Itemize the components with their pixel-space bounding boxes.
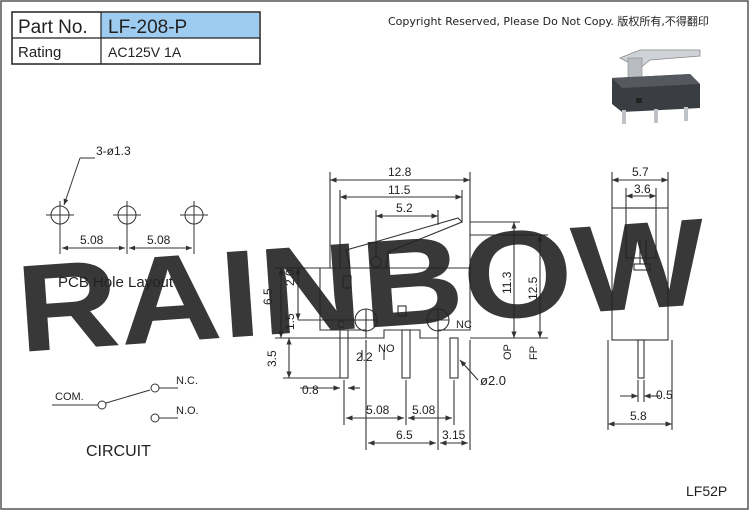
pcb-hole-spec: 3-ø1.3 <box>96 144 131 158</box>
side-view-drawing <box>607 172 673 430</box>
pcb-spacing-1: 5.08 <box>80 233 104 247</box>
part-no-value-cell <box>101 13 259 38</box>
dim-bottom-1: 6.5 <box>396 428 413 442</box>
rainbow-watermark: RAINBOW <box>12 193 710 379</box>
dim-hole-spacing: 2.2 <box>356 350 373 364</box>
dim-pitch-2: 5.08 <box>412 403 436 417</box>
rating-value: AC125V 1A <box>108 44 182 60</box>
copyright-notice: Copyright Reserved, Please Do Not Copy. … <box>388 14 709 28</box>
terminal-no-label: NO <box>378 343 395 355</box>
side-dim-inner: 3.6 <box>634 182 651 196</box>
terminal-c-pin <box>339 329 349 379</box>
pcb-caption: PCB Hole Layout <box>58 274 174 291</box>
dim-height-op: 11.3 <box>500 271 514 294</box>
side-dim-bottom: 5.8 <box>630 409 647 423</box>
dim-height-left: 6.5 <box>261 288 275 305</box>
dim-hole-offset: 1.5 <box>283 313 297 330</box>
fp-label: FP <box>528 346 540 360</box>
dim-pin-length: 3.5 <box>265 350 279 367</box>
circuit-diagram <box>52 383 178 423</box>
model-code: LF52P <box>686 483 727 499</box>
dim-lever: 5.2 <box>396 201 413 215</box>
dim-pin-width: 0.8 <box>302 383 319 397</box>
circuit-no-label: N.O. <box>176 405 199 417</box>
terminal-nc-pin <box>449 337 459 379</box>
title-table: Part No. LF-208-P Rating AC125V 1A <box>11 11 261 65</box>
circuit-com-label: COM. <box>55 391 84 403</box>
dim-body-width: 11.5 <box>388 183 411 197</box>
rating-label: Rating <box>18 44 61 61</box>
circuit-caption: CIRCUIT <box>86 443 151 460</box>
side-dim-pin: 0.5 <box>656 388 673 402</box>
pcb-hole-layout <box>46 157 208 254</box>
dim-pin-diameter: ø2.0 <box>480 373 506 388</box>
circuit-nc-label: N.C. <box>176 375 198 387</box>
terminal-no-pin <box>401 329 411 379</box>
pcb-spacing-2: 5.08 <box>147 233 171 247</box>
side-pin <box>637 339 645 379</box>
actuator-lever <box>345 217 463 269</box>
part-no-label: Part No. <box>18 17 88 38</box>
side-dim-top: 5.7 <box>632 165 649 179</box>
product-photo <box>612 49 701 124</box>
part-no-value: LF-208-P <box>108 17 187 38</box>
dim-height-fp: 12.5 <box>526 276 540 300</box>
terminal-nc-label: NC <box>456 319 472 331</box>
terminal-c-label: C <box>337 319 345 331</box>
dim-top-width: 12.8 <box>388 165 412 179</box>
dim-bottom-2: 3.15 <box>442 428 466 442</box>
op-label: OP <box>502 344 514 360</box>
dim-top-to-hole: 2.0 <box>283 269 297 286</box>
front-view-drawing <box>275 172 548 450</box>
dim-pitch-1: 5.08 <box>366 403 390 417</box>
